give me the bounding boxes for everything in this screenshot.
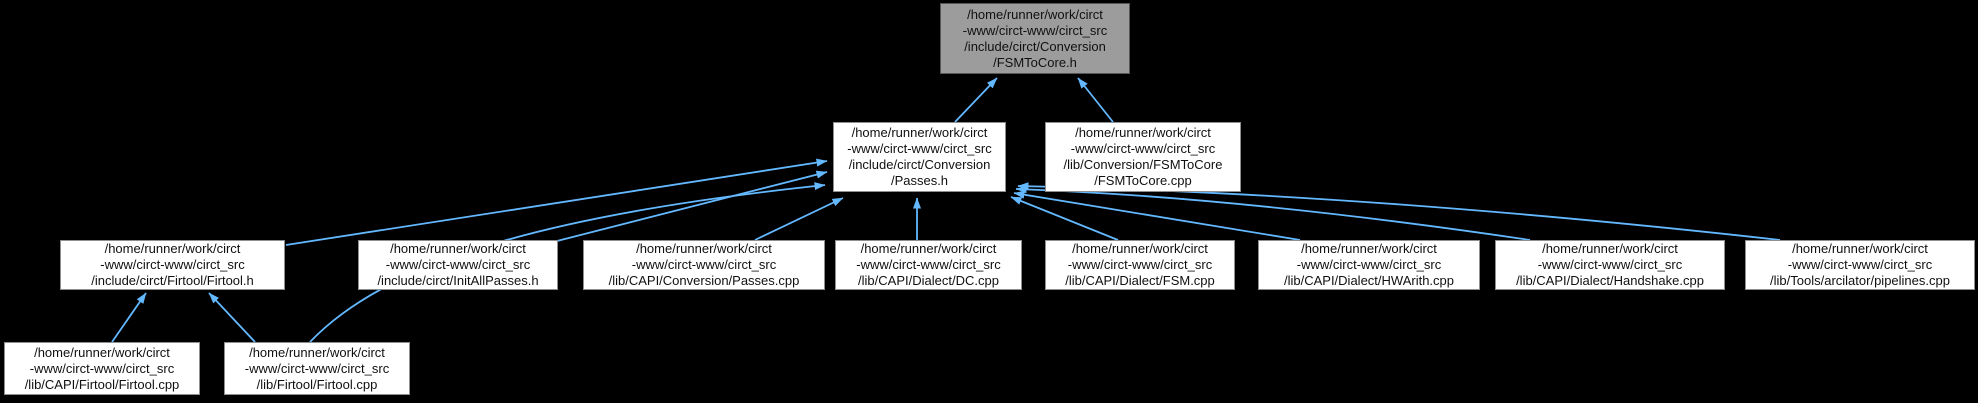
node-capi-firtool-cpp[interactable]: /home/runner/work/circt -www/circt-www/c… [4, 342, 200, 395]
node-hwarith-cpp[interactable]: /home/runner/work/circt -www/circt-www/c… [1258, 240, 1480, 290]
edge-fsmtocore-cpp-to-fsmtocore-h [1077, 77, 1114, 123]
edge-capi-passes-cpp-to-passes-h [754, 197, 844, 241]
edge-lib-firtool-cpp-to-firtool-h [208, 292, 256, 343]
node-capi-passes-cpp[interactable]: /home/runner/work/circt -www/circt-www/c… [583, 240, 825, 290]
node-fsmtocore-h[interactable]: /home/runner/work/circt -www/circt-www/c… [940, 3, 1130, 74]
edge-capi-firtool-cpp-to-firtool-h [111, 292, 147, 343]
node-dc-cpp[interactable]: /home/runner/work/circt -www/circt-www/c… [835, 240, 1022, 290]
node-passes-h[interactable]: /home/runner/work/circt -www/circt-www/c… [833, 122, 1006, 192]
edge-hwarith-cpp-to-passes-h [1013, 190, 1301, 241]
edge-initallpasses-h-to-passes-h [556, 170, 828, 242]
node-handshake-cpp[interactable]: /home/runner/work/circt -www/circt-www/c… [1495, 240, 1725, 290]
node-lib-firtool-cpp[interactable]: /home/runner/work/circt -www/circt-www/c… [224, 342, 410, 395]
node-initallpasses-h[interactable]: /home/runner/work/circt -www/circt-www/c… [358, 240, 558, 290]
node-fsm-cpp[interactable]: /home/runner/work/circt -www/circt-www/c… [1045, 240, 1235, 290]
node-firtool-h[interactable]: /home/runner/work/circt -www/circt-www/c… [60, 240, 285, 290]
node-pipelines-cpp[interactable]: /home/runner/work/circt -www/circt-www/c… [1745, 240, 1975, 290]
node-fsmtocore-cpp[interactable]: /home/runner/work/circt -www/circt-www/c… [1045, 122, 1241, 192]
edge-fsm-cpp-to-passes-h [1010, 196, 1119, 241]
edge-passes-h-to-fsmtocore-h [954, 77, 998, 123]
edge-firtool-h-to-passes-h [285, 158, 828, 246]
